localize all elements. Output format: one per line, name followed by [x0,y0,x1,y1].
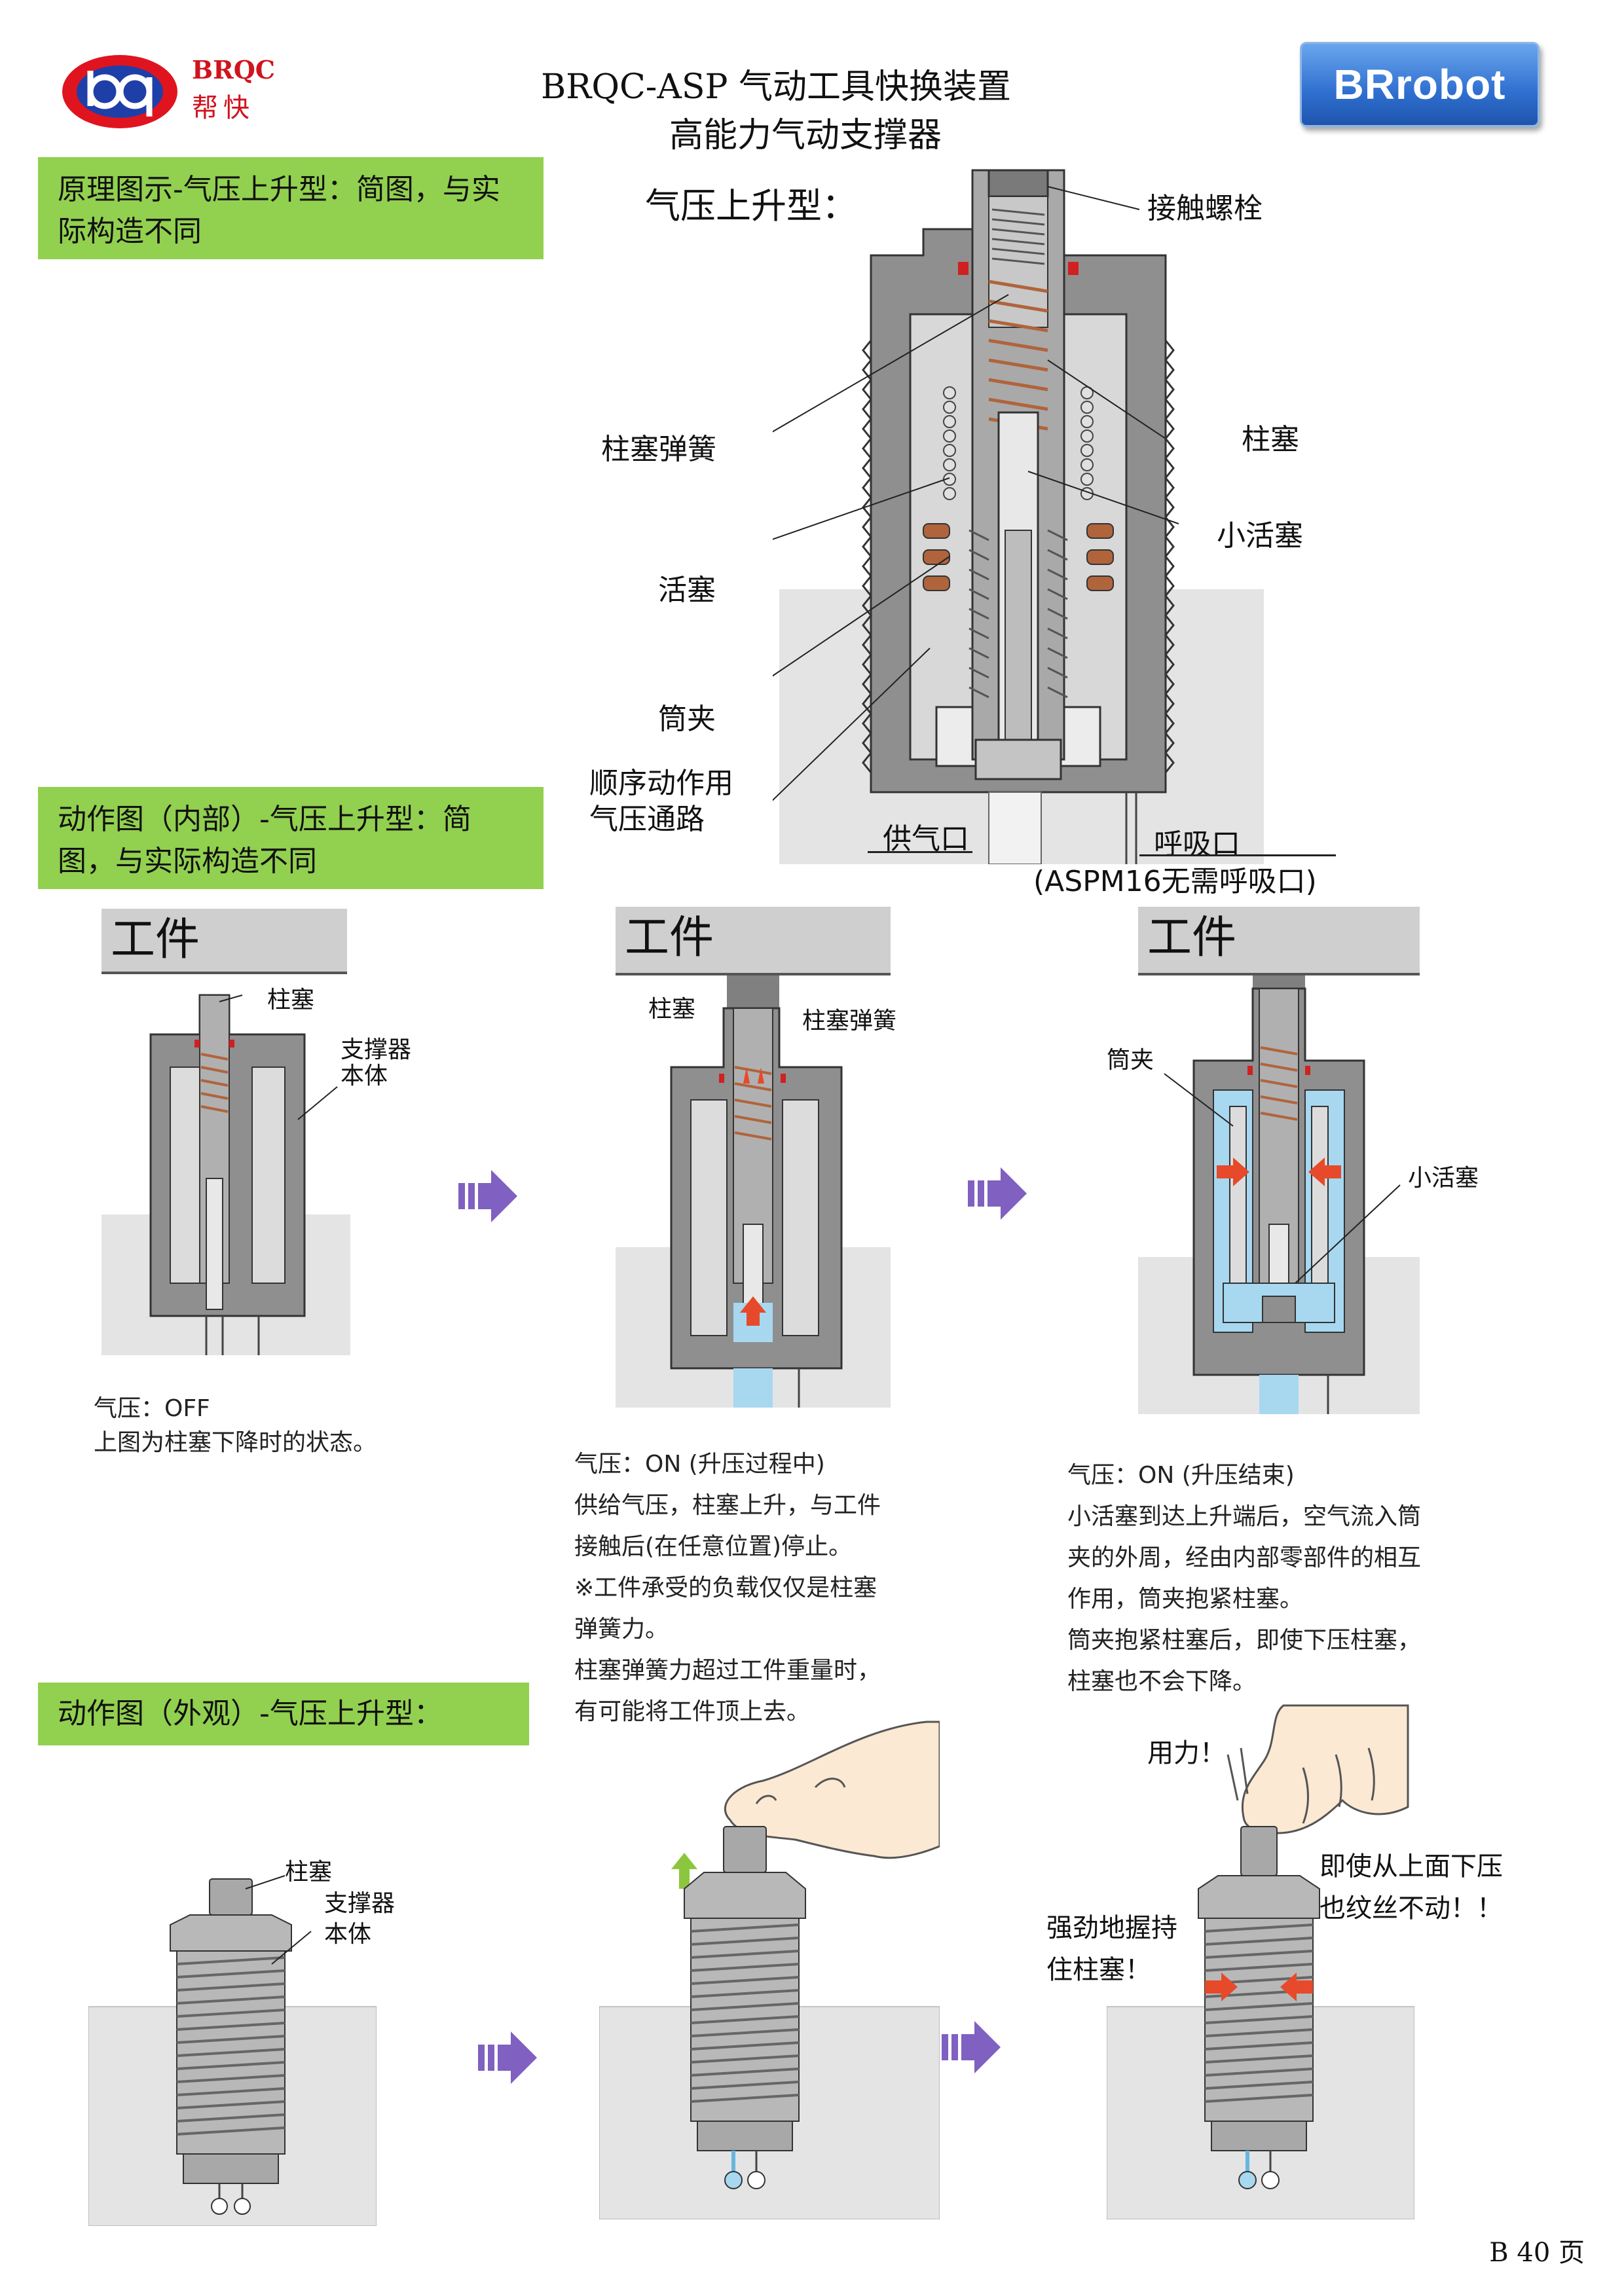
arrow-right-icon [968,1167,1027,1220]
panel2-caption-6: 有可能将工件顶上去。 [574,1698,811,1725]
label-sequence-line2: 气压通路 [589,803,705,836]
panel3-caption-0: 气压：ON (升压结束) [1067,1462,1295,1489]
panel1-caption-0: 气压：OFF [94,1395,210,1422]
label-plunger: 柱塞 [1242,423,1299,456]
arrow-right-icon [478,2032,537,2084]
label-breath-note: (ASPM16无需呼吸口) [1033,865,1317,898]
label-sequence-line1: 顺序动作用 [589,767,733,800]
work-bar-3: 工件 [1138,907,1420,975]
ext1-label-body1: 支撑器 [324,1890,396,1917]
section-principle-text: 原理图示-气压上升型：简图，与实际构造不同 [58,173,500,248]
arrow-right-icon [942,2021,1001,2073]
panel3-caption-4: 筒夹抱紧柱塞后，即使下压柱塞， [1067,1627,1422,1654]
label-small-piston: 小活塞 [1217,519,1303,553]
panel1-label-body1: 支撑器 [341,1036,412,1063]
ext1-label-plunger: 柱塞 [285,1859,333,1886]
ext3-label-grip2: 住柱塞！ [1046,1955,1151,1985]
main-cross-section-diagram [773,169,1264,864]
internal-panel-1-diagram [101,994,350,1355]
panel2-caption-1: 供给气压，柱塞上升，与工件 [574,1492,881,1519]
panel1-label-plunger: 柱塞 [267,987,315,1013]
section-action-internal: 动作图（内部）-气压上升型：简图，与实际构造不同 [38,787,544,889]
internal-panel-2-diagram [616,975,891,1408]
section-principle: 原理图示-气压上升型：简图，与实际构造不同 [38,157,544,259]
internal-panel-3-diagram [1138,975,1420,1414]
panel3-label-collet: 筒夹 [1107,1047,1154,1074]
section-action-external: 动作图（外观）-气压上升型： [38,1683,529,1745]
page-number: B 40 页 [1489,2238,1585,2268]
panel2-caption-4: 弹簧力。 [574,1616,669,1643]
panel2-label-plunger: 柱塞 [648,996,696,1023]
ext1-label-body2: 本体 [324,1921,372,1948]
panel3-label-small-piston: 小活塞 [1408,1165,1479,1192]
label-plunger-spring: 柱塞弹簧 [601,433,716,466]
label-air-supply: 供气口 [883,822,969,856]
external-panel-3-diagram [1107,1704,1414,2219]
label-contact-bolt: 接触螺栓 [1147,192,1263,225]
panel2-label-spring: 柱塞弹簧 [802,1008,897,1034]
ext3-label-note1: 即使从上面下压 [1320,1851,1503,1882]
ext3-label-note2: 也纹丝不动！！ [1320,1893,1503,1923]
logo-text-bottom: 帮快 [192,93,255,123]
panel3-caption-3: 作用，筒夹抱紧柱塞。 [1067,1586,1304,1613]
label-piston: 活塞 [658,574,716,607]
panel2-caption-0: 气压：ON (升压过程中) [574,1451,825,1478]
company-logo: BRQC 帮快 [58,51,276,136]
label-underline-supply [868,851,972,853]
section-action-internal-text: 动作图（内部）-气压上升型：简图，与实际构造不同 [58,803,471,878]
arrow-right-icon [458,1170,517,1222]
external-panel-1-diagram [88,1875,377,2226]
panel2-caption-5: 柱塞弹簧力超过工件重量时， [574,1657,881,1684]
ext3-label-grip1: 强劲地握持 [1046,1913,1177,1943]
page-title-line1: BRQC-ASP 气动工具快换装置 [540,67,1012,107]
label-collet: 筒夹 [658,702,716,736]
panel3-caption-5: 柱塞也不会下降。 [1067,1668,1257,1695]
panel2-caption-3: ※工件承受的负载仅仅是柱塞 [574,1575,877,1601]
panel3-caption-1: 小活塞到达上升端后，空气流入筒 [1067,1503,1422,1530]
panel1-label-body2: 本体 [341,1063,388,1089]
work-bar-2: 工件 [616,907,891,975]
panel2-caption-2: 接触后(在任意位置)停止。 [574,1533,853,1560]
page-title-line2: 高能力气动支撑器 [669,116,942,155]
panel1-caption-1: 上图为柱塞下降时的状态。 [94,1429,377,1456]
brrobot-button[interactable]: BRrobot [1300,42,1540,127]
panel3-caption-2: 夹的外周，经由内部零部件的相互 [1067,1544,1422,1571]
main-diagram-heading: 气压上升型： [645,185,857,227]
logo-text-top: BRQC [192,55,276,84]
external-panel-2-diagram [599,1721,940,2219]
work-bar-1: 工件 [101,909,347,974]
ext3-label-force: 用力！ [1147,1738,1226,1768]
section-action-external-text: 动作图（外观）-气压上升型： [58,1697,443,1730]
label-underline-breath [1139,854,1336,856]
